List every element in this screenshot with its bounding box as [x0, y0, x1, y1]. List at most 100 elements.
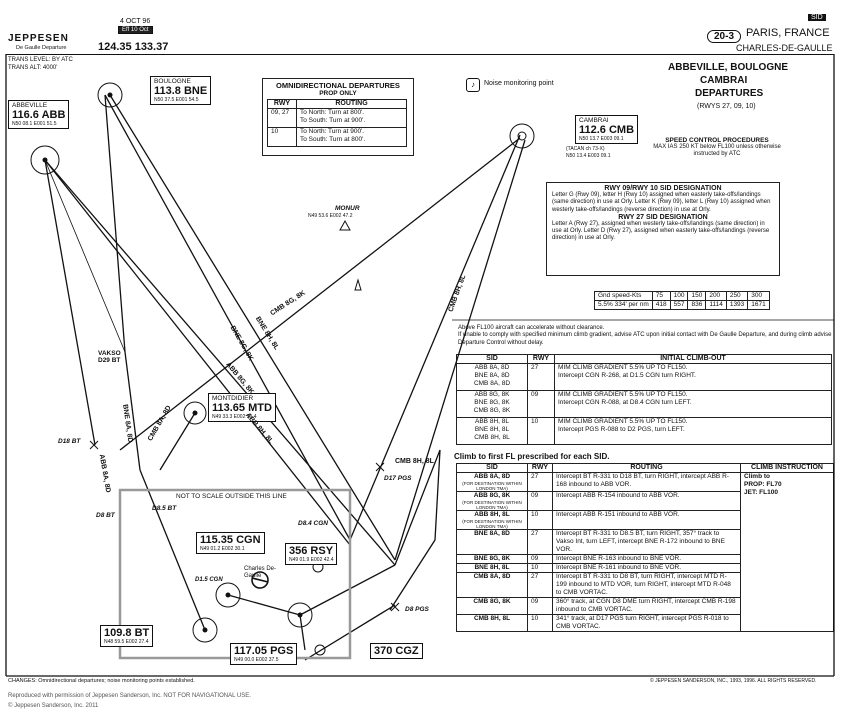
cmb-vor-inner [517, 131, 527, 141]
bt-freq: 109.8 BT [104, 627, 150, 639]
cf-text: 341° track, at D17 PGS turn RIGHT, inter… [552, 614, 741, 632]
speed-title: SPEED CONTROL PROCEDURES [665, 137, 769, 144]
table-row: CMB 8A, 8D 27 Intercept BT R-331 to D8 B… [456, 572, 834, 598]
city-name: PARIS, FRANCE [746, 27, 830, 39]
title-line-4: (RWYS 27, 09, 10) [697, 103, 756, 110]
gs-rate-label: 5.5% 334' per nm [594, 300, 653, 310]
cf-sub: (FOR DESTINATION WITHIN LONDON TMA) [462, 500, 522, 510]
omni-title: OMNIDIRECTIONAL DEPARTURES [276, 81, 400, 90]
title-line-1: ABBEVILLE, BOULOGNE [668, 62, 789, 73]
runway-icon [251, 577, 269, 583]
route-bne-vakso [104, 94, 126, 353]
not-to-scale-boundary [118, 488, 352, 660]
table-row: CMB 8H, 8L 10 341° track, at D17 PGS tur… [456, 614, 834, 632]
monur-fix-icon [339, 219, 351, 231]
cf-sid: ABB 8A, 8D [473, 473, 511, 480]
atis-label: De Gaulle Departure [16, 45, 67, 51]
mtd-navaid-box: MONTDIDIER 113.65 MTD N49 33.3 E002 29.4 [208, 393, 276, 422]
footer-copyright: © Jeppesen Sanderson, Inc. 2011 [8, 703, 99, 709]
rsy-freq: 356 RSY [289, 545, 334, 557]
co-sid: ABB 8A, 8D BNE 8A, 8D CMB 8A, 8D [456, 363, 528, 391]
pgs-freq: 117.05 PGS [234, 645, 294, 657]
cgn-coords: N49 01.2 E002 30.1 [200, 546, 245, 552]
abb-vor-center [42, 157, 48, 163]
d84cgn-label: D8.4 CGN [298, 520, 328, 527]
mtd-coords: N49 33.3 E002 29.4 [212, 414, 257, 420]
d15cgn-label: D1.5 CGN [195, 577, 223, 583]
monur-label: MONUR [335, 205, 360, 212]
d17pgs-label: D17 PGS [384, 475, 412, 482]
table-row: ABB 8G, 8K(FOR DESTINATION WITHIN LONDON… [456, 491, 834, 511]
route-vakso-south [124, 351, 141, 471]
route-label-cmb8h8l: CMB 8H, 8L [395, 458, 434, 465]
effective-date: Eff 10 Oct [118, 26, 153, 34]
route-vakso-abb [44, 159, 126, 353]
bt-navaid-box: 109.8 BT N48 59.5 E002 27.4 [100, 625, 154, 647]
cmb-coords2: N50 13.4 E003 09.1 [566, 153, 611, 159]
obstacle-icon [354, 278, 362, 291]
bne-freq: 113.8 BNE [154, 85, 208, 97]
airport-symbol [251, 571, 269, 589]
gs-rate-cell: 1671 [747, 300, 770, 310]
co-rwy: 10 [527, 417, 555, 445]
route-cgn-rsy [227, 594, 301, 616]
cf-text: Intercept BT R-331 to D8 BT, turn RIGHT,… [552, 572, 741, 598]
omni-subtitle: PROP ONLY [319, 90, 357, 97]
table-row: BNE 8A, 8D 27 Intercept BT R-331 to D8.5… [456, 529, 834, 555]
cf-sid: CMB 8G, 8K [473, 598, 511, 605]
cf-sid: ABB 8G, 8K [473, 492, 511, 499]
brand-logo: JEPPESEN [8, 33, 69, 44]
bt-vor-rose [192, 617, 218, 643]
abb-vor-rose [30, 145, 60, 175]
cgn-freq: 115.35 CGN [200, 534, 261, 546]
not-to-scale-label: NOT TO SCALE OUTSIDE THIS LINE [176, 493, 287, 500]
d8bt-label: D8 BT [96, 512, 115, 519]
cgn-navaid-box: 115.35 CGN N49 01.2 E002 30.1 [196, 532, 265, 554]
chart-date: 4 OCT 96 [120, 18, 151, 25]
bt-coords: N48 59.5 E002 27.4 [104, 639, 149, 645]
gs-rate-cell: 1393 [725, 300, 749, 310]
co-rwy: 27 [527, 363, 555, 391]
climbfirst-title: Climb to first FL prescribed for each SI… [454, 452, 610, 461]
route-mtd [159, 412, 196, 471]
cf-sid: ABB 8H, 8L [474, 511, 510, 518]
cf-rwy: 10 [527, 614, 553, 632]
cmb-coords: N50 13.7 E003 09.1 [579, 136, 624, 142]
climb-note: Above FL100 aircraft can accelerate with… [458, 325, 832, 346]
vakso-label: VAKSO D29 BT [98, 350, 121, 364]
pgs-navaid-box: 117.05 PGS N49 00.0 E002 37.5 [230, 643, 298, 665]
route-cmb8a [119, 137, 521, 451]
cf-sub: (FOR DESTINATION WITHIN LONDON TMA) [462, 519, 522, 529]
pgs-coords: N49 00.0 E002 37.5 [234, 657, 279, 663]
changes-note: CHANGES: Omnidirectional departures; noi… [8, 678, 195, 684]
table-row: ABB 8H, 8L(FOR DESTINATION WITHIN LONDON… [456, 510, 834, 530]
cf-sid: CMB 8H, 8L [473, 615, 511, 622]
omni-routing: To North: Turn at 900'. To South: Turn a… [296, 127, 407, 147]
cmb-vor-rose [509, 123, 535, 149]
cgn-vor-center [225, 592, 231, 598]
cgz-navaid-box: 370 CGZ [370, 643, 423, 659]
mtd-vor-center [192, 410, 198, 416]
header-rule [6, 54, 834, 55]
cmb-name: CAMBRAI [579, 117, 609, 124]
cgn-vor-rose [215, 582, 241, 608]
atis-frequencies: 124.35 133.37 [98, 41, 169, 53]
cf-sid: BNE 8A, 8D [474, 530, 510, 537]
footer-reproduced: Reproduced with permission of Jeppesen S… [8, 693, 251, 699]
route-bne8h [109, 94, 396, 561]
cgz-ndb [314, 644, 326, 656]
d18bt-label: D18 BT [58, 438, 81, 445]
route-cmb8g8k [349, 134, 521, 541]
route-abb-north [44, 159, 96, 446]
gs-rate-cell: 836 [687, 300, 707, 310]
pgs-vor-rose [287, 602, 313, 628]
d17pgs-fix-icon [375, 462, 385, 472]
route-rsy-pgs [299, 564, 396, 616]
bne-navaid-box: BOULOGNE 113.8 BNE N50 37.5 E001 54.5 [150, 76, 212, 105]
